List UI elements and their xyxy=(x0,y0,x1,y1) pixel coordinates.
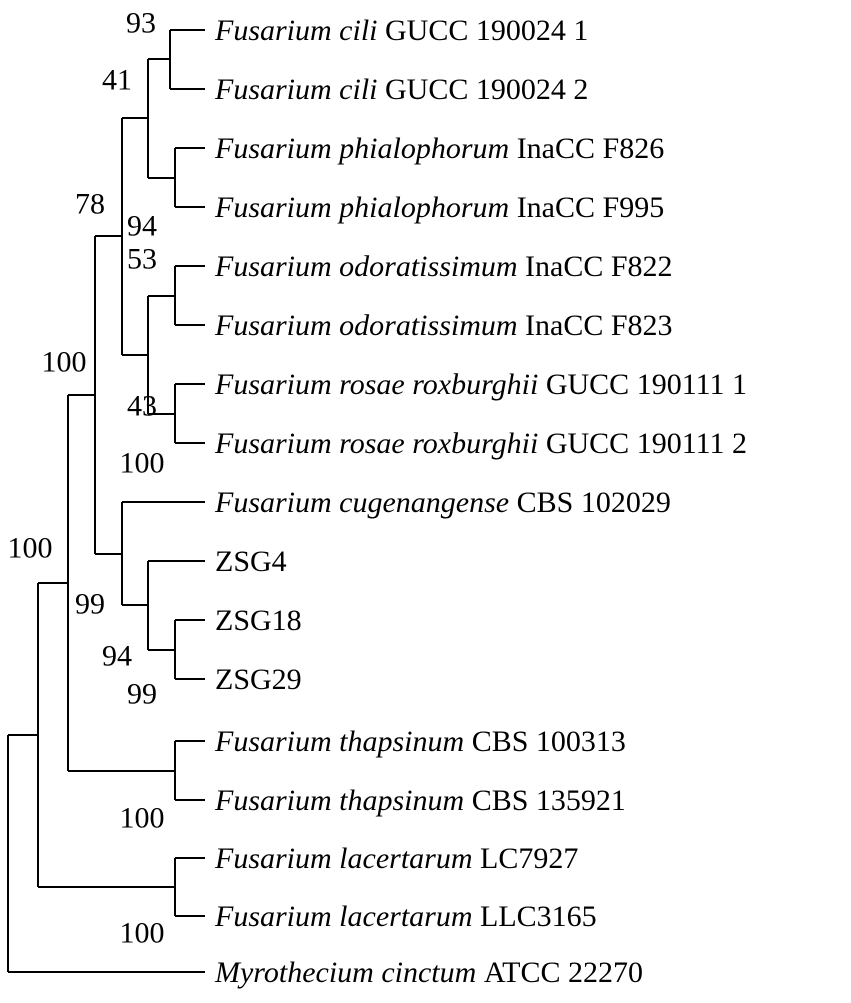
taxon-strain-code: GUCC 190024 1 xyxy=(385,14,588,47)
taxon-strain-code: GUCC 190111 1 xyxy=(546,368,747,401)
taxon-species-name: Fusarium phialophorum xyxy=(214,132,517,165)
taxon-species-name: Fusarium odoratissimum xyxy=(214,309,525,342)
taxon-label: Fusarium cili GUCC 190024 1 xyxy=(214,14,588,47)
bootstrap-value: 100 xyxy=(42,346,87,379)
taxon-label: Fusarium thapsinum CBS 100313 xyxy=(214,725,626,758)
taxon-species-name: Fusarium lacertarum xyxy=(214,842,480,875)
taxon-label: Myrothecium cinctum ATCC 22270 xyxy=(214,956,643,989)
taxon-species-name: Fusarium cugenangense xyxy=(214,486,517,519)
taxon-strain-code: CBS 135921 xyxy=(472,784,626,817)
taxon-strain-code: InaCC F826 xyxy=(517,132,665,165)
taxon-species-name: Fusarium rosae roxburghii xyxy=(214,368,546,401)
taxon-strain-code: ATCC 22270 xyxy=(484,956,643,989)
taxon-strain-code: ZSG4 xyxy=(215,545,287,578)
taxon-species-name: Fusarium rosae roxburghii xyxy=(214,427,546,460)
bootstrap-value: 99 xyxy=(127,678,157,711)
taxon-species-name: Fusarium lacertarum xyxy=(214,900,480,933)
taxon-strain-code: LC7927 xyxy=(480,842,578,875)
taxon-label: Fusarium thapsinum CBS 135921 xyxy=(214,784,626,817)
taxon-label: Fusarium lacertarum LLC3165 xyxy=(214,900,597,933)
bootstrap-value: 99 xyxy=(75,588,105,621)
taxon-strain-code: CBS 102029 xyxy=(517,486,671,519)
bootstrap-value: 94 xyxy=(102,640,132,673)
bootstrap-value: 100 xyxy=(120,917,165,950)
bootstrap-value: 53 xyxy=(127,243,157,276)
taxon-label: ZSG4 xyxy=(215,545,287,578)
taxon-label: Fusarium phialophorum InaCC F826 xyxy=(214,132,664,165)
taxon-label: Fusarium odoratissimum InaCC F823 xyxy=(214,309,673,342)
taxon-label: Fusarium odoratissimum InaCC F822 xyxy=(214,250,673,283)
bootstrap-value: 100 xyxy=(8,532,53,565)
taxon-species-name: Fusarium thapsinum xyxy=(214,725,472,758)
bootstrap-value: 41 xyxy=(102,64,132,97)
taxon-strain-code: InaCC F822 xyxy=(525,250,673,283)
taxon-label: Fusarium cugenangense CBS 102029 xyxy=(214,486,671,519)
bootstrap-value: 100 xyxy=(120,802,165,835)
taxon-label: Fusarium phialophorum InaCC F995 xyxy=(214,191,664,224)
bootstrap-value: 78 xyxy=(75,188,105,221)
taxon-strain-code: InaCC F823 xyxy=(525,309,673,342)
taxon-label: Fusarium cili GUCC 190024 2 xyxy=(214,73,588,106)
taxon-label: ZSG18 xyxy=(215,604,302,637)
taxon-strain-code: ZSG29 xyxy=(215,663,302,696)
taxon-strain-code: GUCC 190111 2 xyxy=(546,427,747,460)
taxon-strain-code: LLC3165 xyxy=(480,900,597,933)
taxon-label: ZSG29 xyxy=(215,663,302,696)
bootstrap-value: 94 xyxy=(127,210,157,243)
taxon-species-name: Fusarium cili xyxy=(214,73,385,106)
taxon-strain-code: CBS 100313 xyxy=(472,725,626,758)
taxon-strain-code: ZSG18 xyxy=(215,604,302,637)
taxon-label: Fusarium rosae roxburghii GUCC 190111 2 xyxy=(214,427,747,460)
bootstrap-value: 100 xyxy=(120,447,165,480)
taxon-species-name: Fusarium cili xyxy=(214,14,385,47)
taxon-species-name: Myrothecium cinctum xyxy=(214,956,484,989)
taxon-species-name: Fusarium phialophorum xyxy=(214,191,517,224)
taxon-strain-code: InaCC F995 xyxy=(517,191,665,224)
bootstrap-value: 43 xyxy=(127,390,157,423)
taxon-species-name: Fusarium thapsinum xyxy=(214,784,472,817)
bootstrap-value: 93 xyxy=(126,7,156,40)
taxon-species-name: Fusarium odoratissimum xyxy=(214,250,525,283)
taxon-strain-code: GUCC 190024 2 xyxy=(385,73,588,106)
taxon-label: Fusarium lacertarum LC7927 xyxy=(214,842,578,875)
taxon-label: Fusarium rosae roxburghii GUCC 190111 1 xyxy=(214,368,747,401)
